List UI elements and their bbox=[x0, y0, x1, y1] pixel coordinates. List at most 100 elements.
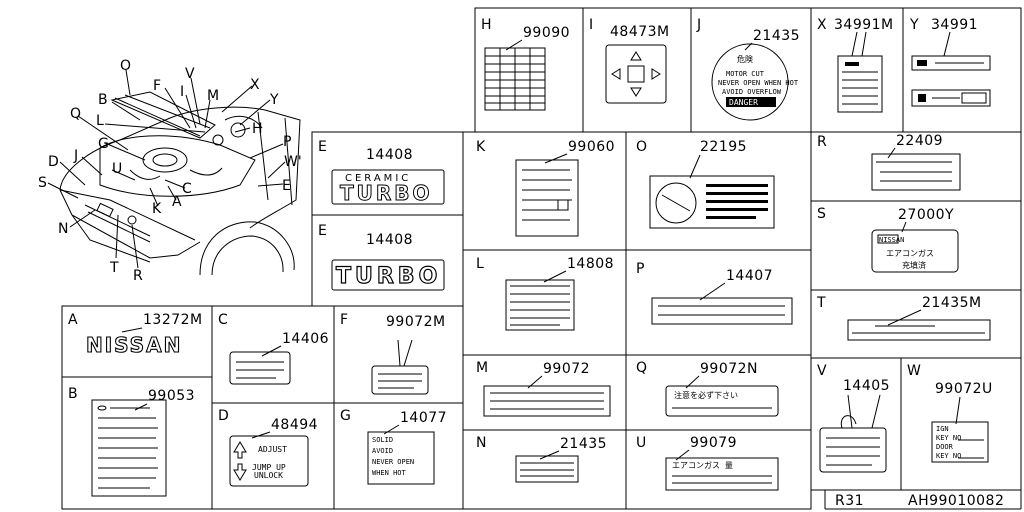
cell-t: T 21435M bbox=[816, 295, 991, 341]
strip-label-graphic bbox=[911, 55, 991, 71]
cell-u: U 99079 エアコンガス 量 bbox=[636, 435, 779, 491]
caution-label-graphic bbox=[367, 431, 435, 485]
cell-letter: T bbox=[816, 295, 826, 311]
cell-letter: C bbox=[218, 312, 228, 328]
cell-letter: F bbox=[340, 312, 348, 328]
overview-callout-letters: O F V M X B I Y L Q H P G J U W' D C E S… bbox=[38, 58, 302, 284]
cell-v: V 14405 bbox=[817, 363, 890, 473]
cell-o: O 22195 bbox=[636, 139, 775, 229]
callout-x: X bbox=[250, 77, 260, 93]
part-number: 21435 bbox=[560, 436, 607, 452]
cell-f: F 99072M bbox=[340, 312, 445, 395]
cell-b: B 99053 bbox=[68, 386, 195, 497]
strip-label-graphic bbox=[483, 385, 611, 417]
cell-j: J 21435 危険 MOTOR CUT NEVER OPEN WHEN HOT… bbox=[696, 17, 800, 121]
callout-j: J bbox=[73, 148, 78, 164]
callout-n: N bbox=[58, 221, 68, 237]
label-graphic bbox=[515, 455, 579, 483]
part-number: 14405 bbox=[843, 378, 890, 394]
cell-letter: U bbox=[636, 435, 646, 451]
key-line-1: IGN bbox=[936, 425, 949, 433]
part-number: 22195 bbox=[700, 139, 747, 155]
aircon-text: エアコンガス 量 bbox=[672, 460, 733, 470]
cell-letter: D bbox=[218, 408, 229, 424]
cell-e-turbo: E 14408 TURBO bbox=[318, 223, 445, 291]
part-number: 21435M bbox=[922, 295, 982, 311]
callout-d: D bbox=[48, 154, 59, 170]
callout-t: T bbox=[109, 260, 119, 276]
caution-top: 危険 bbox=[737, 54, 753, 64]
cell-letter: J bbox=[696, 17, 701, 33]
part-number: 48473M bbox=[610, 24, 670, 40]
cell-q: Q 99072N 注意を必ず下さい bbox=[636, 360, 779, 417]
callout-c: C bbox=[182, 181, 192, 197]
key-line-3: DOOR bbox=[936, 443, 954, 451]
part-number: 99090 bbox=[523, 25, 570, 41]
caution-line-3: AVOID OVERFLOW bbox=[722, 88, 782, 96]
callout-b: B bbox=[98, 92, 108, 108]
cell-letter: E bbox=[318, 139, 327, 155]
part-number: 99072 bbox=[543, 361, 590, 377]
caution-line-2: NEVER OPEN WHEN HOT bbox=[718, 79, 799, 87]
cell-letter: Q bbox=[636, 360, 647, 376]
danger-text: DANGER bbox=[729, 98, 758, 107]
part-number: 14407 bbox=[726, 268, 773, 284]
cell-w: W 99072U IGN KEY NO DOOR KEY NO bbox=[907, 363, 993, 463]
callout-l: L bbox=[96, 113, 104, 129]
cell-letter: B bbox=[68, 386, 78, 402]
cell-c: C 14406 bbox=[218, 312, 329, 385]
callout-r: R bbox=[133, 268, 143, 284]
strip-label-graphic bbox=[651, 297, 793, 325]
instruction-sheet-graphic bbox=[515, 159, 579, 237]
cell-letter: N bbox=[476, 435, 486, 451]
cell-n: N 21435 bbox=[476, 435, 607, 483]
part-number: 48494 bbox=[271, 417, 318, 433]
cell-letter: S bbox=[817, 206, 826, 222]
cell-e-ceramic-turbo: E 14408 CERAMIC TURBO bbox=[318, 139, 445, 206]
caution-text: 注意を必ず下さい bbox=[674, 390, 738, 400]
part-number: 34991M bbox=[834, 17, 894, 33]
cell-g: G 14077 SOLID AVOID NEVER OPEN WHEN HOT bbox=[340, 408, 447, 485]
callout-s: S bbox=[38, 175, 47, 191]
cell-letter: R bbox=[817, 134, 827, 150]
part-number: 13272M bbox=[143, 312, 203, 328]
callout-a: A bbox=[172, 194, 182, 210]
part-number: 99072U bbox=[935, 381, 993, 397]
caution-line-3: NEVER OPEN bbox=[372, 458, 414, 466]
cell-letter: O bbox=[636, 139, 647, 155]
callout-u: U bbox=[112, 161, 122, 177]
cell-letter: Y bbox=[909, 17, 919, 33]
tag-graphic bbox=[837, 55, 883, 113]
cell-letter: I bbox=[589, 17, 593, 33]
cell-letter: W bbox=[907, 363, 921, 379]
callout-o: O bbox=[120, 58, 131, 74]
cell-letter: E bbox=[318, 223, 327, 239]
part-number: 27000Y bbox=[898, 207, 954, 223]
turbo-emblem: TURBO bbox=[340, 181, 433, 205]
cell-m: M 99072 bbox=[476, 360, 611, 417]
footer-region-code: R31 bbox=[835, 493, 864, 509]
turbo-emblem: TURBO bbox=[336, 264, 441, 289]
aircon-line-2: 充填済 bbox=[902, 260, 926, 270]
nissan-logo-text: NISSAN bbox=[879, 236, 904, 244]
cell-l: L 14808 bbox=[476, 256, 614, 331]
tag-graphic bbox=[819, 427, 887, 473]
part-number: 14077 bbox=[400, 410, 447, 426]
emission-label-graphic bbox=[649, 175, 775, 229]
caution-label-graphic bbox=[665, 385, 779, 417]
key-line-2: KEY NO bbox=[936, 434, 961, 442]
callout-w-prime: W' bbox=[284, 154, 302, 170]
part-number: 99072N bbox=[700, 361, 758, 377]
part-number: 14408 bbox=[366, 232, 413, 248]
nissan-emblem: NISSAN bbox=[86, 333, 182, 357]
part-number: 99053 bbox=[148, 388, 195, 404]
callout-h: H bbox=[252, 121, 263, 137]
caution-line-1: MOTOR CUT bbox=[726, 70, 765, 78]
callout-m: M bbox=[207, 88, 219, 104]
cell-r: R 22409 bbox=[817, 133, 961, 191]
key-line-4: KEY NO bbox=[936, 452, 961, 460]
cell-k: K 99060 bbox=[476, 139, 615, 237]
caution-line-2: AVOID bbox=[372, 447, 393, 455]
aircon-label-graphic bbox=[871, 229, 959, 273]
